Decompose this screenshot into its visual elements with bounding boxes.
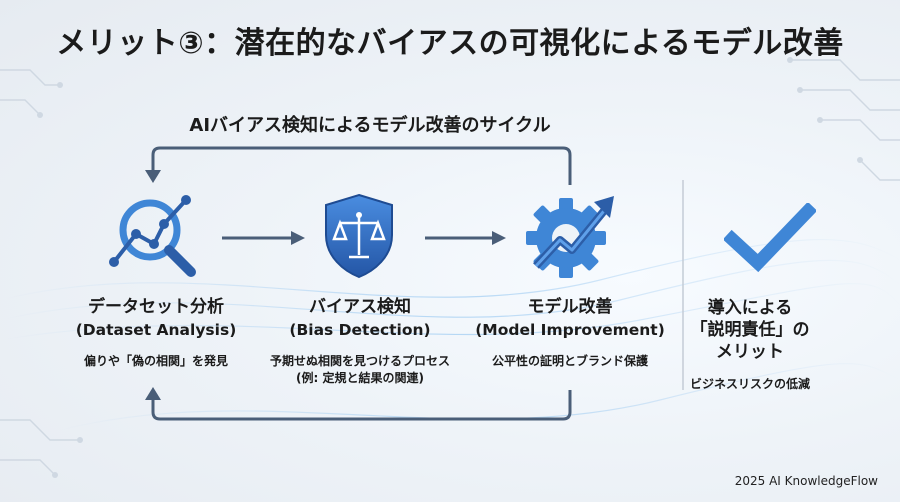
merit-heading-line: メリット [716,342,784,362]
accountability-merit: 導入による 「説明責任」の メリット ビジネスリスクの低減 [680,297,820,392]
step-name: モデル改善 [527,297,613,317]
merit-heading-line: 「説明責任」の [690,320,810,340]
checkmark-icon [724,203,816,273]
step-name-en: (Dataset Analysis) [75,321,237,339]
step-name-en: (Bias Detection) [289,321,431,339]
merit-heading-line: 導入による [707,298,793,318]
step-description: 予期せぬ相関を見つけるプロセス (例: 定規と結果の関連) [245,353,475,387]
step-description-line: (例: 定規と結果の関連) [296,371,424,385]
step-description: 偏りや「偽の相関」を発見 [83,354,228,368]
step-description-line: 予期せぬ相関を見つけるプロセス [269,354,450,368]
step-description: 公平性の証明とブランド保護 [491,354,648,368]
step-name: バイアス検知 [309,297,411,317]
step-dataset-analysis: データセット分析 (Dataset Analysis) 偏りや「偽の相関」を発見 [41,296,271,370]
shield-scales-icon [325,193,393,279]
merit-subtext: ビジネスリスクの低減 [689,377,810,391]
step-bias-detection: バイアス検知 (Bias Detection) 予期せぬ相関を見つけるプロセス … [245,296,475,387]
magnifier-chart-icon [109,195,196,277]
cycle-title: AIバイアス検知によるモデル改善のサイクル [189,115,551,136]
footer-credit: 2025 AI KnowledgeFlow [734,474,878,488]
gear-arrow-icon [526,196,614,278]
step-model-improvement: モデル改善 (Model Improvement) 公平性の証明とブランド保護 [455,296,685,370]
page-title: メリット③：潜在的なバイアスの可視化によるモデル改善 [56,26,844,61]
step-name: データセット分析 [88,297,224,317]
step-name-en: (Model Improvement) [475,321,665,339]
